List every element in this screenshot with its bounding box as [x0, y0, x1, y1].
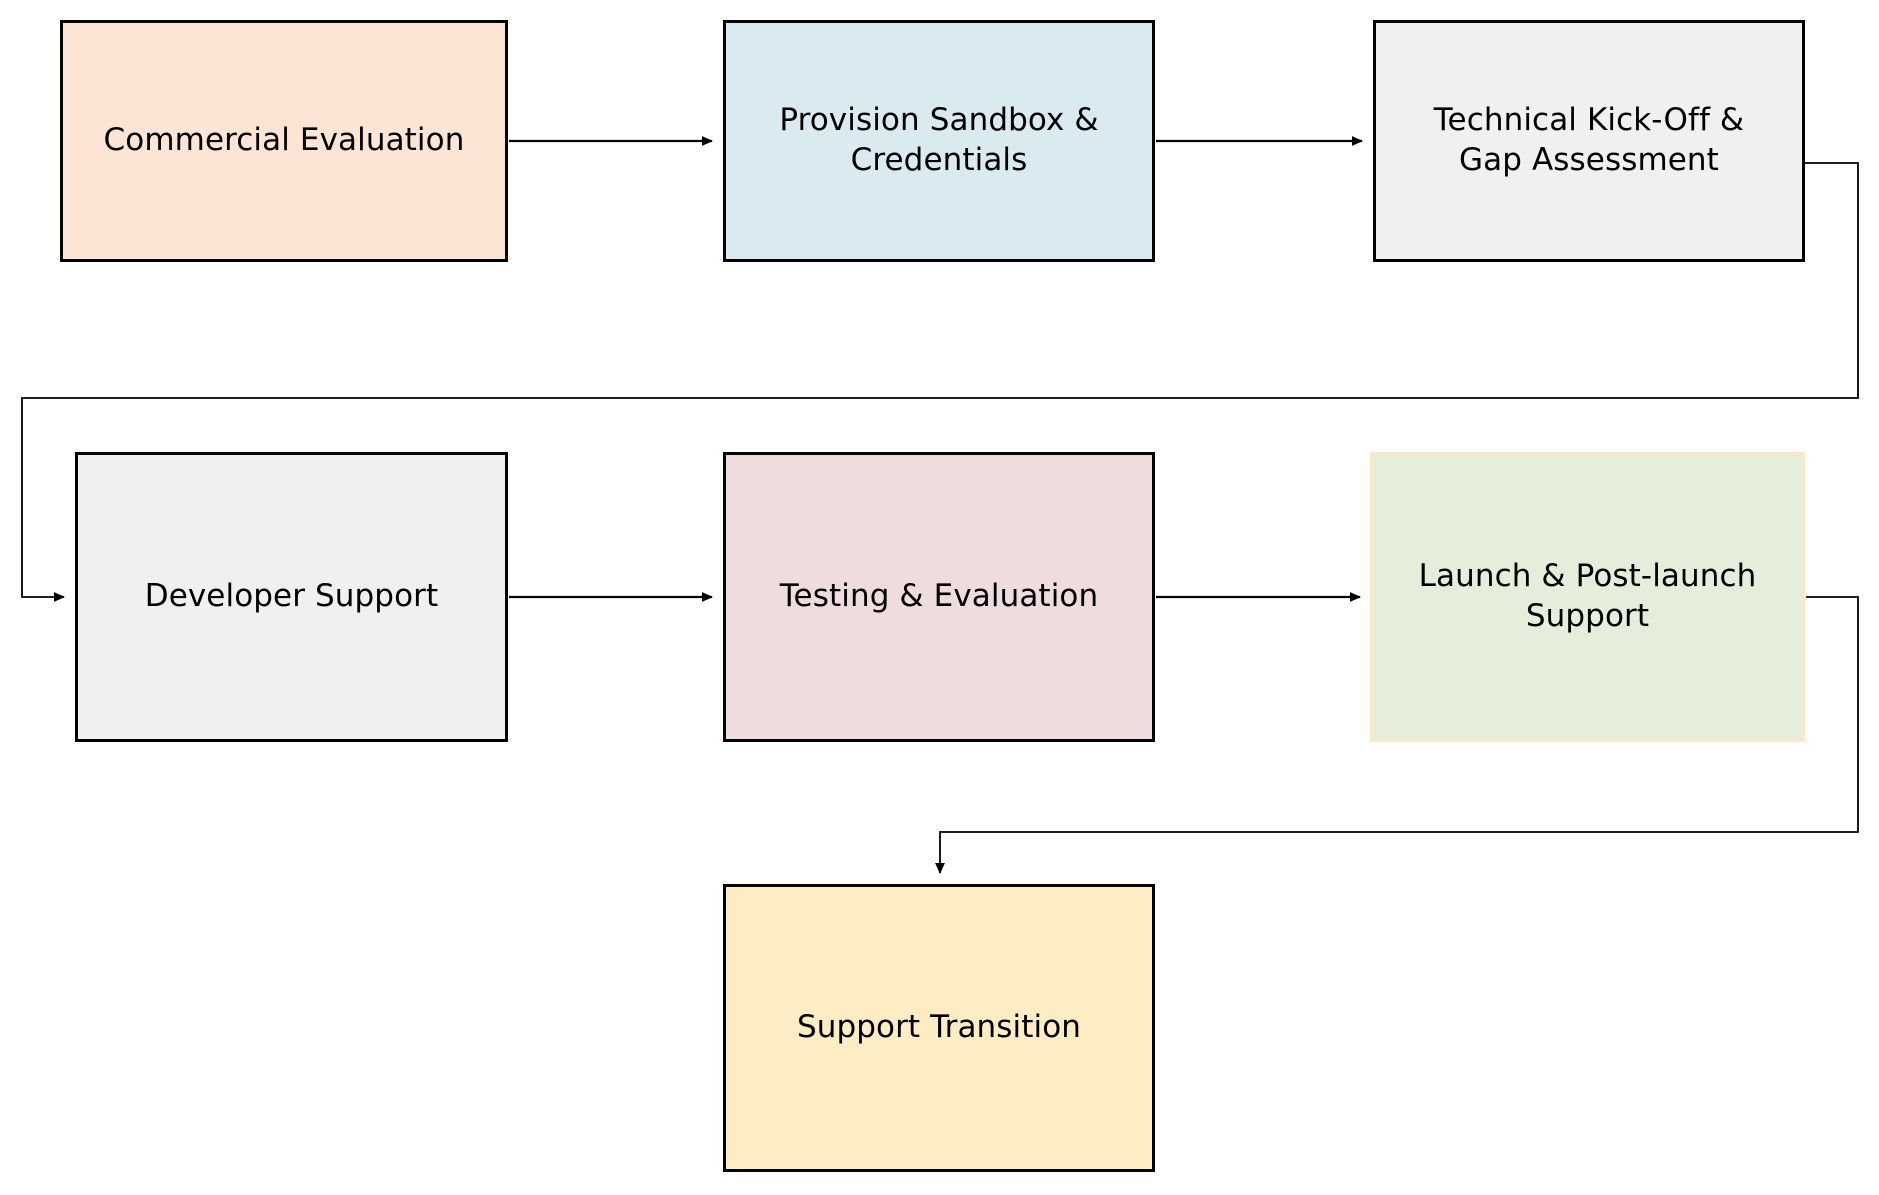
- node-label: Developer Support: [144, 578, 439, 615]
- node-support-transition[interactable]: Support Transition: [723, 884, 1155, 1172]
- node-label: Commercial Evaluation: [103, 122, 465, 159]
- node-label: Support Transition: [796, 1009, 1082, 1046]
- node-commercial-evaluation[interactable]: Commercial Evaluation: [60, 20, 508, 262]
- node-launch-post-launch-support[interactable]: Launch & Post-launch Support: [1370, 452, 1805, 742]
- node-label: Provision Sandbox & Credentials: [779, 102, 1099, 178]
- node-provision-sandbox-credentials[interactable]: Provision Sandbox & Credentials: [723, 20, 1155, 262]
- node-label: Technical Kick-Off & Gap Assessment: [1433, 102, 1745, 178]
- node-developer-support[interactable]: Developer Support: [75, 452, 508, 742]
- node-technical-kickoff-gap-assessment[interactable]: Technical Kick-Off & Gap Assessment: [1373, 20, 1805, 262]
- node-label: Launch & Post-launch Support: [1418, 558, 1757, 634]
- node-label: Testing & Evaluation: [779, 578, 1099, 615]
- node-testing-evaluation[interactable]: Testing & Evaluation: [723, 452, 1155, 742]
